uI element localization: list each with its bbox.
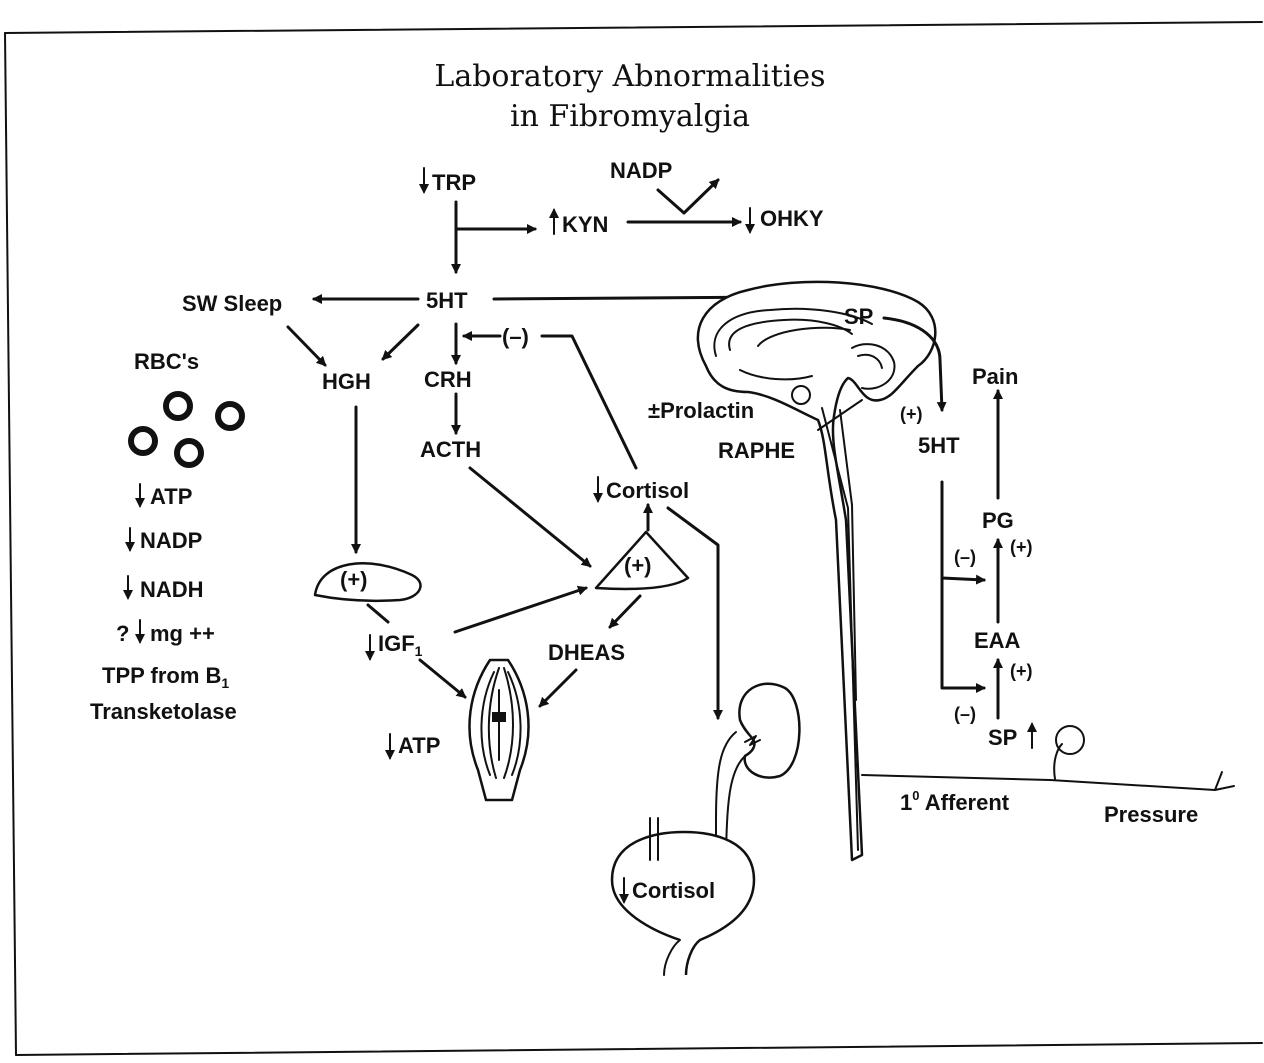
- acth-label: ACTH: [420, 437, 481, 462]
- rbc-mg-prefix: ?: [116, 621, 129, 646]
- minus-feedback-label: (–): [502, 324, 529, 349]
- rbc-nadp-label: NADP: [140, 528, 202, 553]
- nadp-branch-arrow: [658, 180, 718, 213]
- raphe-label: RAPHE: [718, 438, 795, 463]
- igf-label: IGF1: [378, 631, 423, 659]
- afferent-nerve: [862, 726, 1234, 790]
- ohky-label: OHKY: [760, 206, 824, 231]
- eaa-label: EAA: [974, 628, 1021, 653]
- plus-5ht-label: (+): [900, 404, 923, 424]
- igf-to-adrenal-arrow: [455, 588, 586, 632]
- kyn-label: KYN: [562, 212, 608, 237]
- title-line-2: in Fibromyalgia: [510, 99, 750, 134]
- prolactin-label: ±Prolactin: [648, 398, 754, 423]
- trp-label: TRP: [432, 170, 476, 195]
- liver-to-igf-line: [368, 605, 388, 622]
- liver-plus-label: (+): [340, 567, 368, 592]
- cortisol-feedback-line: [542, 336, 636, 468]
- spinal-sp-label: SP: [988, 725, 1017, 750]
- pg-label: PG: [982, 508, 1014, 533]
- sleep-to-hgh-arrow: [288, 327, 325, 365]
- plus-eaa-label: (+): [1010, 661, 1033, 681]
- spinal-5ht-label: 5HT: [918, 433, 960, 458]
- rbc-tpp-label: TPP from B1: [102, 663, 229, 691]
- rbc-mg-label: mg ++: [150, 621, 215, 646]
- crh-label: CRH: [424, 367, 472, 392]
- plus-pg-label: (+): [1010, 537, 1033, 557]
- adrenal-to-dheas-arrow: [610, 596, 640, 627]
- rbc-cells: [131, 394, 242, 465]
- muscle-atp-label: ATP: [398, 733, 440, 758]
- minus-sp-label: (–): [954, 704, 976, 724]
- title-line-1: Laboratory Abnormalities: [434, 59, 825, 94]
- 5ht-label: 5HT: [426, 288, 468, 313]
- rbc-atp-label: ATP: [150, 484, 192, 509]
- nadp-label: NADP: [610, 158, 672, 183]
- adrenal-plus-label: (+): [624, 553, 652, 578]
- dheas-label: DHEAS: [548, 640, 625, 665]
- cortisol-upper-label: Cortisol: [606, 478, 689, 503]
- pain-label: Pain: [972, 364, 1018, 389]
- muscle-drawing: [469, 660, 528, 800]
- dheas-to-muscle-arrow: [540, 670, 576, 706]
- pressure-label: Pressure: [1104, 802, 1198, 827]
- cortisol-lower-label: Cortisol: [632, 878, 715, 903]
- igf-to-muscle-arrow: [420, 660, 465, 697]
- cortisol-to-kidney-arrow: [668, 508, 718, 718]
- rbc-nadh-label: NADH: [140, 577, 204, 602]
- sp-brain-label: SP: [844, 304, 873, 329]
- afferent-label: 10 Afferent: [900, 788, 1010, 815]
- 5ht-to-hgh-arrow: [383, 325, 418, 359]
- acth-to-adrenal-arrow: [470, 468, 590, 566]
- rbc-heading: RBC's: [134, 349, 199, 374]
- sw-sleep-label: SW Sleep: [182, 291, 282, 316]
- hgh-label: HGH: [322, 369, 371, 394]
- liver-shape: [315, 563, 421, 600]
- minus-pg-label: (–): [954, 547, 976, 567]
- rbc-transketolase-label: Transketolase: [90, 699, 237, 724]
